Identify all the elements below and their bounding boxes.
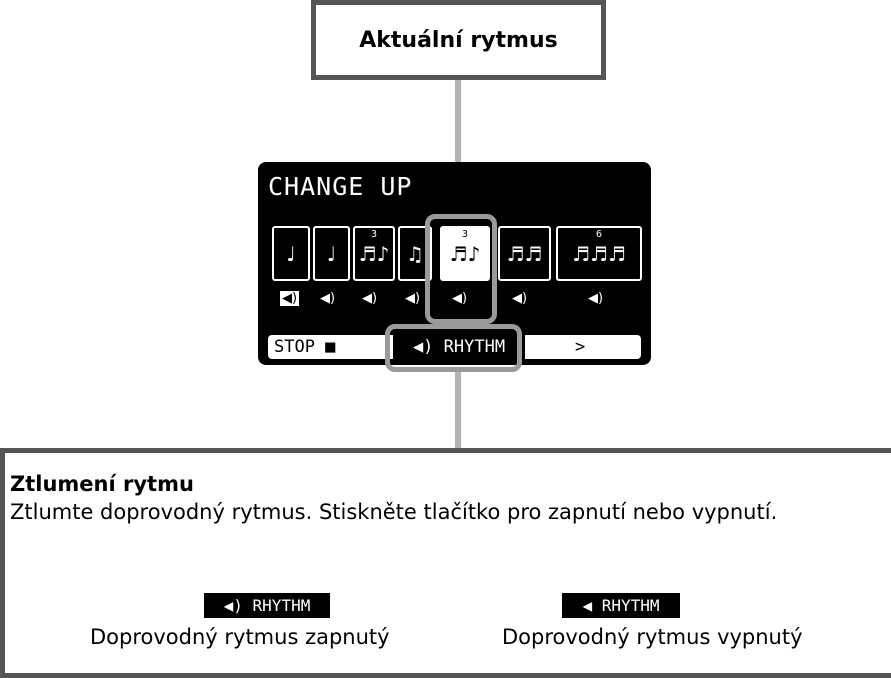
description-box: [0, 448, 891, 678]
description-text: Ztlumte doprovodný rytmus. Stiskněte tla…: [10, 500, 778, 524]
rhythm-on-chip: ◀) RHYTHM: [204, 593, 330, 618]
rhythm-glyph: ♬♪: [449, 241, 481, 266]
rhythm-box-6[interactable]: ♬♬: [498, 226, 551, 281]
speaker-icon[interactable]: ◀): [405, 291, 421, 306]
speaker-icon[interactable]: ◀): [452, 291, 468, 306]
tuplet-number: 6: [595, 229, 603, 240]
tuplet-number: 3: [461, 229, 469, 240]
rhythm-off-chip: ◀ RHYTHM: [562, 593, 680, 618]
speaker-icon[interactable]: ◀): [362, 291, 378, 306]
rhythm-glyph: ♩: [286, 241, 296, 266]
rhythm-on-caption: Doprovodný rytmus zapnutý: [90, 625, 390, 649]
speaker-icon[interactable]: ◀): [512, 291, 528, 306]
speaker-icon[interactable]: ◀): [320, 291, 336, 306]
rhythm-box-5-selected[interactable]: 3 ♬♪: [440, 226, 490, 281]
rhythm-glyph: ♩: [326, 241, 337, 266]
tuplet-number: 3: [370, 229, 378, 240]
bottom-connector-line: [455, 372, 461, 448]
next-softkey[interactable]: >: [575, 337, 586, 357]
rhythm-glyph: ♫: [406, 241, 424, 266]
current-rhythm-highlight: [425, 214, 497, 324]
rhythm-off-caption: Doprovodný rytmus vypnutý: [502, 625, 803, 649]
rhythm-box-1[interactable]: ♩: [272, 226, 310, 281]
rhythm-box-7[interactable]: 6 ♬♬♬: [556, 226, 642, 281]
rhythm-glyph: ♬♬: [506, 241, 543, 266]
rhythm-softkey-highlight: [385, 324, 522, 372]
rhythm-glyph: ♬♬♬: [572, 241, 626, 266]
lcd-title: CHANGE UP: [268, 172, 413, 201]
stop-softkey[interactable]: STOP ■: [274, 337, 336, 357]
current-rhythm-label: Aktuální rytmus: [359, 27, 558, 53]
rhythm-box-4[interactable]: ♫: [398, 226, 432, 281]
rhythm-glyph: ♬♪: [358, 241, 390, 266]
rhythm-mute-softkey[interactable]: ◀) RHYTHM: [393, 335, 525, 359]
top-connector-line: [455, 80, 461, 232]
current-rhythm-callout: Aktuální rytmus: [311, 0, 606, 80]
speaker-icon[interactable]: ◀): [588, 291, 604, 306]
description-title: Ztlumení rytmu: [10, 472, 194, 496]
rhythm-box-2[interactable]: ♩: [313, 226, 350, 281]
rhythm-box-3[interactable]: 3 ♬♪: [353, 226, 395, 281]
speaker-icon[interactable]: ◀): [280, 291, 300, 306]
